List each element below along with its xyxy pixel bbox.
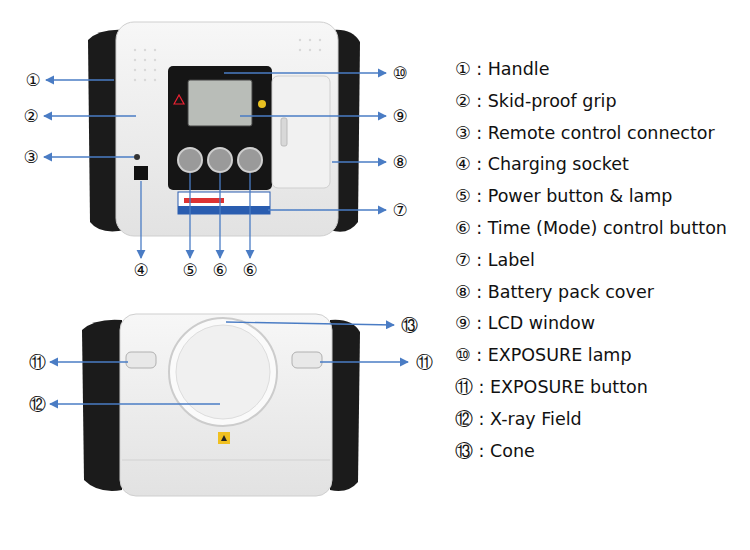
part-list-item: ⑨ : LCD window (455, 315, 595, 334)
callout-number: ③ (23, 148, 38, 167)
part-list-item: ⑩ : EXPOSURE lamp (455, 347, 632, 366)
part-list-item: ⑬ : Cone (455, 442, 535, 461)
part-list-item: ⑪ : EXPOSURE button (455, 378, 648, 397)
part-list-item: ⑫ : X-ray Field (455, 410, 582, 429)
callout-number: ⑬ (401, 316, 418, 335)
callout-number: ⑫ (29, 395, 46, 414)
callout-number: ⑨ (392, 107, 407, 126)
callout-number: ① (25, 71, 40, 90)
device-front (88, 22, 360, 236)
device-back (82, 314, 360, 496)
callout-number: ⑦ (392, 201, 407, 220)
callout-number: ⑥ (212, 261, 227, 280)
part-list-item: ③ : Remote control connector (455, 124, 715, 143)
callout-number: ⑤ (182, 261, 197, 280)
callout-number: ⑪ (416, 353, 433, 372)
callout-number: ⑧ (392, 153, 407, 172)
callout-number: ④ (133, 261, 148, 280)
part-list-item: ⑧ : Battery pack cover (455, 283, 654, 302)
part-list-item: ⑥ : Time (Mode) control button (455, 219, 727, 238)
part-list-item: ④ : Charging socket (455, 156, 629, 175)
callout-number: ⑥ (242, 261, 257, 280)
part-list-item: ⑦ : Label (455, 251, 535, 270)
callout-number: ⑪ (29, 353, 46, 372)
part-list-item: ② : Skid-proof grip (455, 92, 617, 111)
callout-number: ⑩ (392, 64, 407, 83)
callout-number: ② (23, 107, 38, 126)
part-list-item: ① : Handle (455, 60, 549, 79)
part-list-item: ⑤ : Power button & lamp (455, 188, 672, 207)
leader-lines (44, 73, 408, 404)
